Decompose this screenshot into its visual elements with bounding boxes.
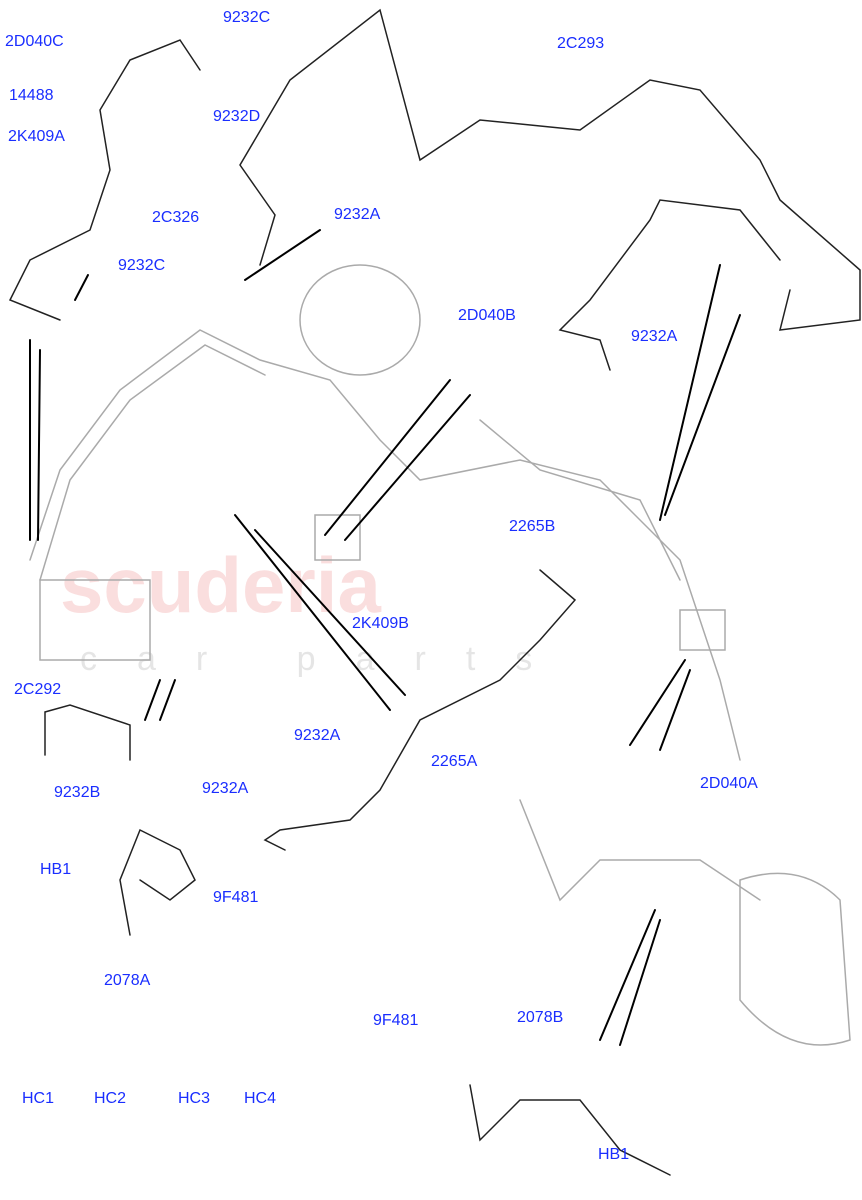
label-2265a: 2265A (431, 753, 478, 770)
label-9232a-top: 9232A (334, 206, 381, 223)
label-hc2: HC2 (94, 1090, 127, 1107)
label-9232a-left: 9232A (202, 780, 249, 797)
label-9232b: 9232B (54, 784, 101, 801)
background-assembly (29, 264, 851, 1046)
label-2k409b: 2K409B (352, 615, 409, 632)
watermark-subtitle: car parts (80, 640, 573, 678)
label-hc3: HC3 (178, 1090, 211, 1107)
label-14488: 14488 (9, 87, 54, 104)
watermark-logo: scuderia (60, 541, 381, 629)
label-hc1: HC1 (22, 1090, 55, 1107)
label-9232c-top: 9232C (223, 9, 271, 26)
label-hb1-right: HB1 (598, 1146, 630, 1163)
label-2c292: 2C292 (14, 681, 62, 698)
label-2265b: 2265B (509, 518, 556, 535)
label-hb1-left: HB1 (40, 861, 72, 878)
label-2d040a: 2D040A (700, 775, 758, 792)
label-2d040b: 2D040B (458, 307, 516, 324)
pipes (8, 8, 861, 1176)
label-2078b: 2078B (517, 1009, 564, 1026)
label-9f481-right: 9F481 (373, 1012, 419, 1029)
label-9f481-left: 9F481 (213, 889, 259, 906)
label-9232a-right: 9232A (631, 328, 678, 345)
label-2c293: 2C293 (557, 35, 605, 52)
label-9232d: 9232D (213, 108, 261, 125)
label-9232a-center: 9232A (294, 727, 341, 744)
label-9232c-mid: 9232C (118, 257, 166, 274)
label-hc4: HC4 (244, 1090, 277, 1107)
label-2d040c: 2D040C (5, 33, 64, 50)
label-2c326: 2C326 (152, 209, 200, 226)
leader-lines (29, 229, 741, 1046)
label-2078a: 2078A (104, 972, 151, 989)
label-2k409a: 2K409A (8, 128, 65, 145)
